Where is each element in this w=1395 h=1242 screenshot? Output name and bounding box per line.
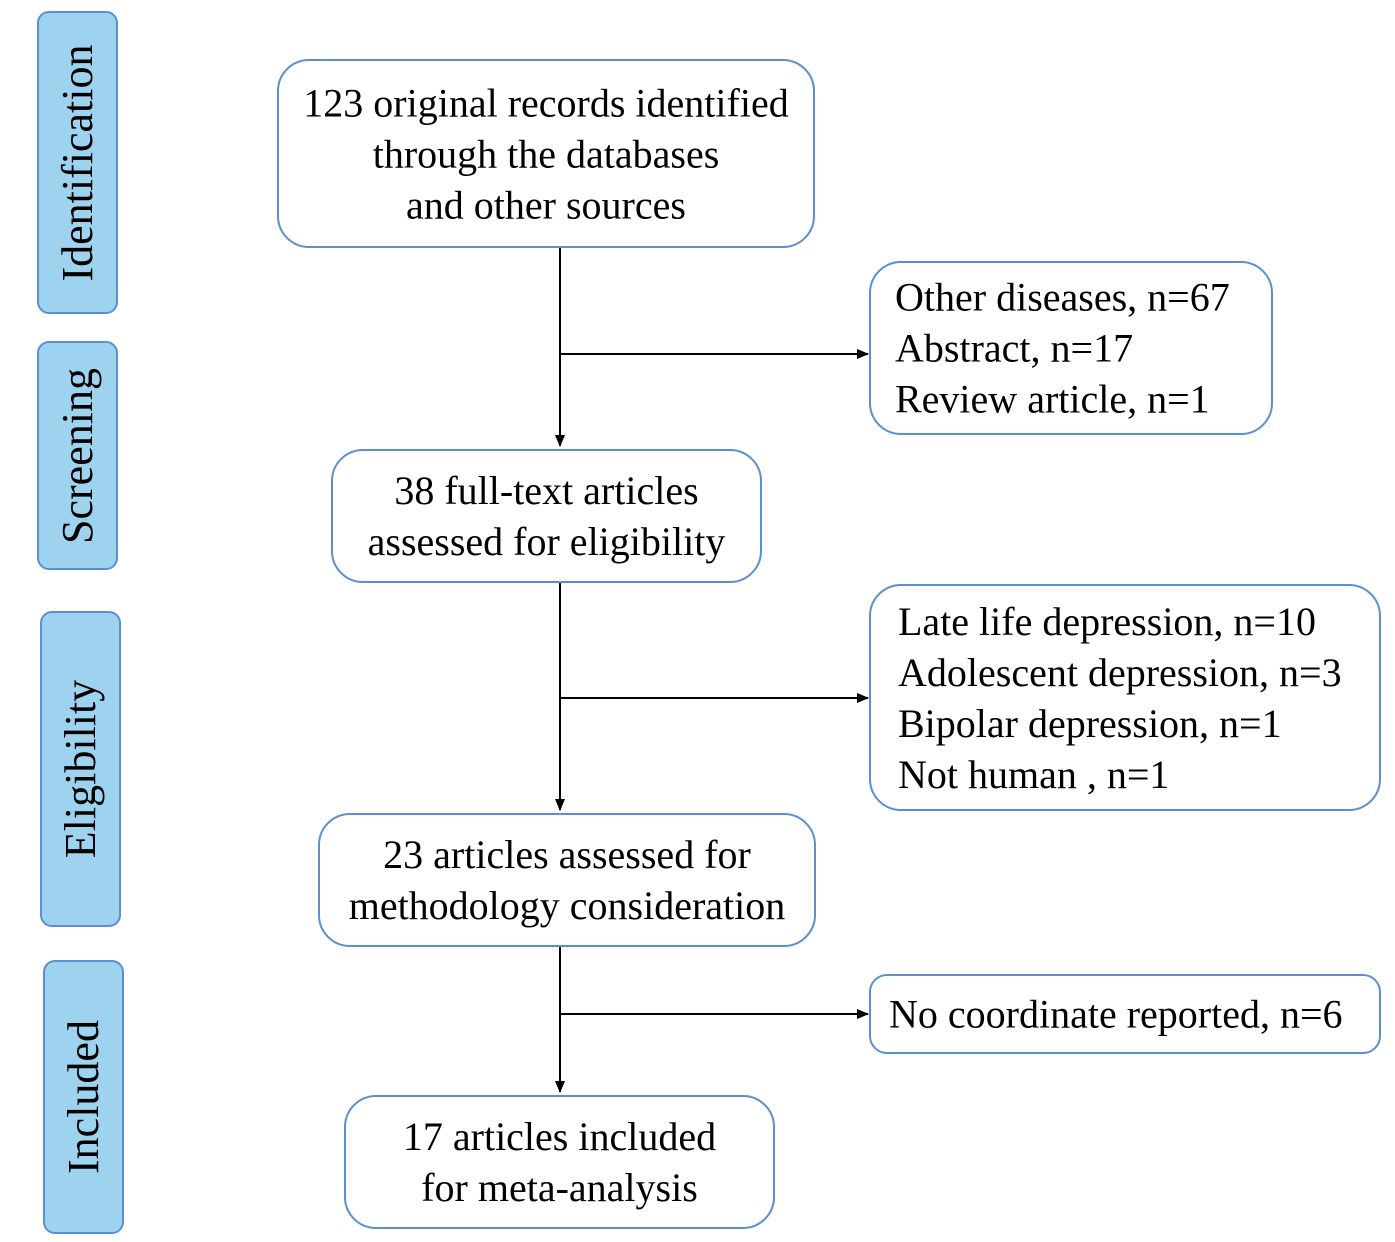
methodology-exclusions-box: No coordinate reported, n=6 <box>869 974 1381 1054</box>
eligibility-exclusions-box: Late life depression, n=10 Adolescent de… <box>869 584 1381 811</box>
stage-screening: Screening <box>37 341 118 570</box>
box-text: Other diseases, n=67 Abstract, n=17 Revi… <box>895 274 1230 422</box>
included-studies-box: 17 articles included for meta-analysis <box>344 1095 775 1229</box>
box-text: 123 original records identified through … <box>303 80 789 227</box>
box-text: 23 articles assessed for methodology con… <box>348 832 786 928</box>
methodology-assessed-box: 23 articles assessed for methodology con… <box>318 813 816 947</box>
stage-eligibility: Eligibility <box>40 611 121 927</box>
records-identified-box: 123 original records identified through … <box>277 59 815 248</box>
box-text: 17 articles included for meta-analysis <box>402 1114 717 1210</box>
stage-identification: Identification <box>37 11 118 314</box>
screening-exclusions-box: Other diseases, n=67 Abstract, n=17 Revi… <box>869 261 1273 435</box>
stage-included: Included <box>43 960 124 1234</box>
box-text: No coordinate reported, n=6 <box>889 991 1343 1037</box>
box-text: 38 full-text articles assessed for eligi… <box>367 468 726 564</box>
fulltext-assessed-box: 38 full-text articles assessed for eligi… <box>331 449 762 583</box>
box-text: Late life depression, n=10 Adolescent de… <box>898 598 1342 797</box>
